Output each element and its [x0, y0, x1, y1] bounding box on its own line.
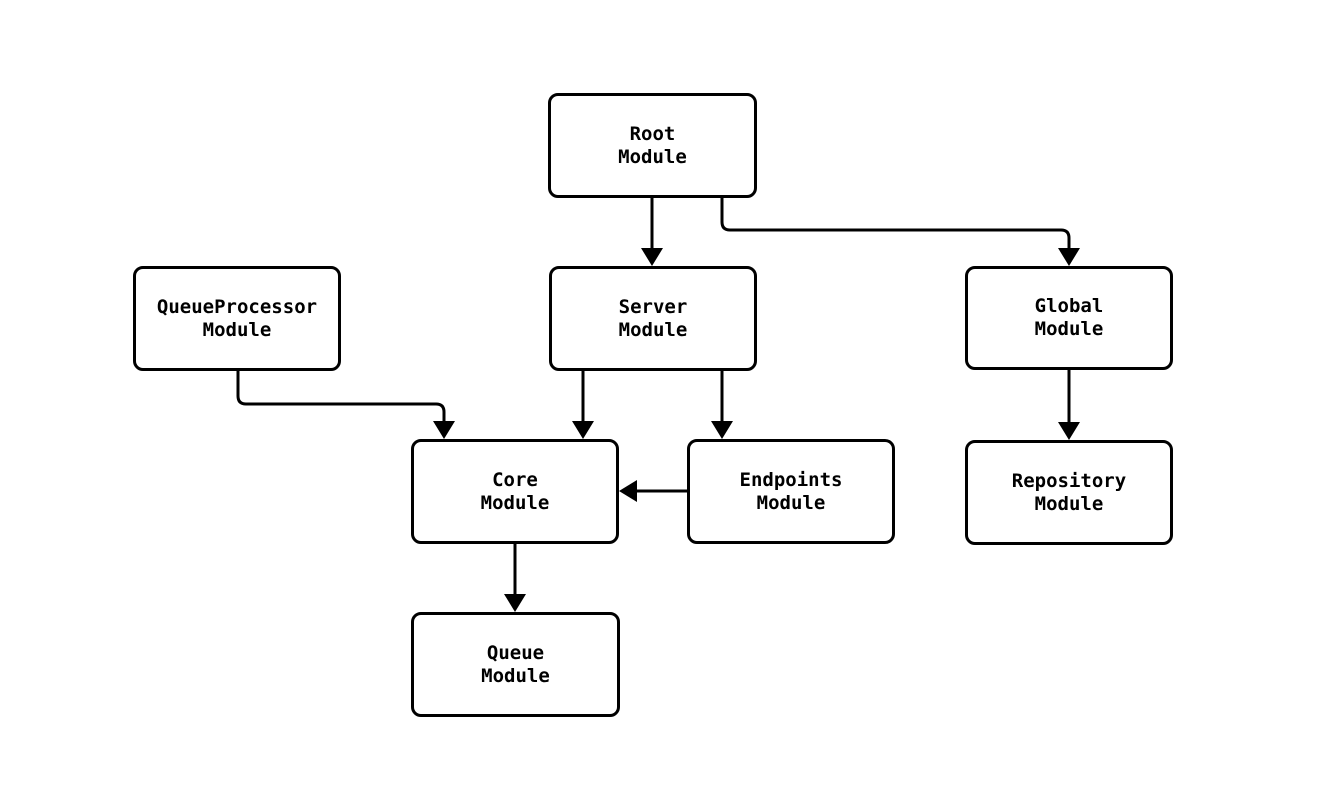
- arrowhead-root-to-server: [641, 248, 663, 266]
- arrowhead-core-to-queue: [504, 594, 526, 612]
- arrowhead-endpoints-to-core: [619, 480, 637, 502]
- node-label-line: Module: [618, 318, 688, 341]
- node-label-line: Endpoints: [739, 468, 843, 491]
- node-label-line: Server: [618, 295, 688, 318]
- node-label-line: Module: [1034, 492, 1104, 515]
- node-label-line: QueueProcessor: [156, 295, 318, 318]
- node-label-line: Module: [1034, 318, 1104, 340]
- node-label-line: Module: [481, 664, 550, 687]
- arrowhead-server-to-core: [572, 421, 594, 439]
- node-label-line: Module: [480, 491, 550, 514]
- node-label-line: Global: [1034, 295, 1104, 317]
- node-label-line: Module: [202, 318, 272, 341]
- edge-queueprocessor-to-core: [236, 371, 446, 427]
- node-label-line: Module: [618, 145, 687, 168]
- arrowhead-queueprocessor-to-core: [433, 421, 455, 439]
- node-label-line: Queue: [486, 641, 545, 664]
- arrowhead-global-to-repository: [1058, 422, 1080, 440]
- node-label-line: Core: [492, 468, 538, 491]
- arrowhead-root-to-global: [1058, 248, 1080, 266]
- node-label-line: Root: [629, 122, 676, 145]
- edge-root-to-global: [720, 198, 1071, 254]
- node-label-line: Repository: [1011, 469, 1127, 492]
- arrowhead-server-to-endpoints: [711, 421, 733, 439]
- node-label-line: Module: [756, 491, 826, 514]
